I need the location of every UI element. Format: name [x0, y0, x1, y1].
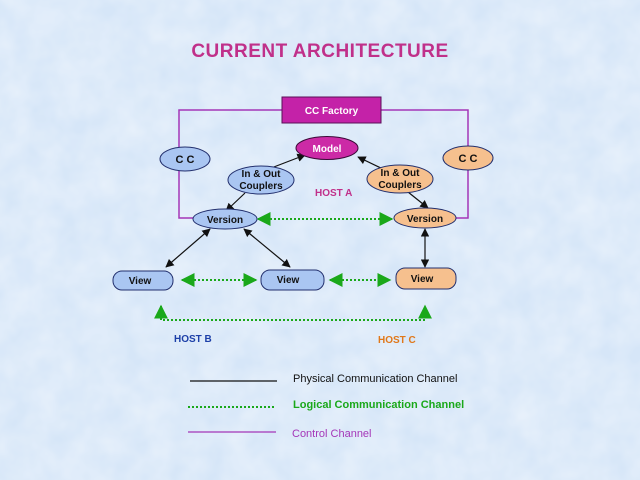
logical-channel-lines: [154, 212, 432, 321]
cc-left-label: C C: [176, 154, 195, 166]
page-title: CURRENT ARCHITECTURE: [191, 41, 449, 62]
model-node: Model: [295, 136, 359, 160]
svg-text:Couplers: Couplers: [378, 180, 422, 191]
couplers-right-line-2: Couplers: [378, 180, 422, 191]
cc-factory-label: CC Factory: [305, 106, 359, 117]
view-right-label: View: [411, 274, 434, 285]
couplers-left-line-1: In & Out: [242, 169, 282, 180]
version-left-label: Version: [207, 215, 243, 226]
view-middle-label: View: [277, 275, 300, 286]
arrow-version-view-middle: [243, 228, 291, 268]
cc-right-label: C C: [459, 153, 478, 165]
legend: Physical Communication Channel Logical C…: [188, 373, 464, 440]
version-right-node: Version: [393, 207, 457, 229]
view-left-node: View: [112, 270, 174, 291]
legend-logical-label: Logical Communication Channel: [293, 399, 464, 411]
couplers-left-line-2: Couplers: [239, 181, 283, 192]
view-left-label: View: [129, 276, 152, 287]
model-label: Model: [313, 144, 342, 155]
logical-host-b-host-c: [154, 304, 432, 321]
host-b-label: HOST B: [174, 334, 212, 345]
host-c-label: HOST C: [378, 335, 416, 346]
host-a-label: HOST A: [315, 188, 352, 199]
arrow-couplers-right-version: [407, 191, 429, 209]
arrow-version-view-left: [165, 228, 211, 268]
cc-factory-node: CC Factory: [281, 96, 382, 124]
svg-text:In & Out: In & Out: [381, 168, 421, 179]
version-right-label: Version: [407, 214, 443, 225]
arrow-couplers-left-version: [225, 192, 246, 212]
legend-control-label: Control Channel: [292, 428, 372, 440]
couplers-right-line-1: In & Out: [381, 168, 421, 179]
control-channel-lines: [178, 109, 469, 219]
svg-text:In & Out: In & Out: [242, 169, 282, 180]
view-right-node: View: [395, 267, 457, 290]
svg-text:Couplers: Couplers: [239, 181, 283, 192]
cc-left-node: C C: [159, 146, 211, 172]
legend-physical-label: Physical Communication Channel: [293, 373, 457, 385]
view-middle-node: View: [260, 269, 325, 291]
couplers-right-node: In & Out Couplers: [366, 164, 434, 194]
cc-right-node: C C: [442, 145, 494, 171]
couplers-left-node: In & Out Couplers: [227, 165, 295, 195]
version-left-node: Version: [192, 208, 258, 230]
